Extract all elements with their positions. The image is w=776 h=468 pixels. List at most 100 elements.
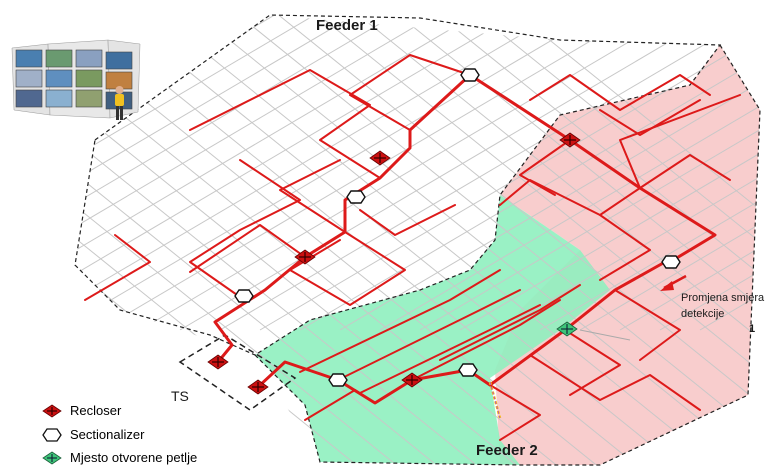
sectionalizer-icon	[328, 373, 348, 387]
grid-line	[299, 15, 760, 331]
ts-substation-boundary	[178, 334, 297, 411]
feeder-2-branch-a	[299, 269, 501, 373]
feeder-1-branch-i	[529, 74, 711, 111]
grid-line	[75, 15, 341, 331]
grid-line	[75, 15, 621, 331]
grid-line	[419, 15, 760, 331]
grid-line	[75, 15, 541, 331]
grid-line	[75, 15, 381, 331]
recloser-icon	[559, 132, 581, 148]
grid-line	[75, 15, 401, 465]
feeder-2-branch-b	[337, 289, 521, 381]
recloser-icon	[294, 249, 316, 265]
grid-line	[139, 15, 701, 331]
feeder-1-branch-c	[279, 159, 346, 233]
grid-line	[299, 15, 760, 465]
grid-line	[139, 15, 721, 465]
legend-item-sectionalizer: Sectionalizer	[42, 427, 144, 442]
feeder-2-boundary	[254, 44, 761, 466]
monitor-screen	[15, 69, 43, 88]
feeder-1-branch-o	[599, 214, 651, 281]
legend-label-open-loop: Mjesto otvorene petlje	[70, 450, 198, 465]
monitor-screen	[75, 49, 103, 68]
recloser-icon	[247, 379, 269, 395]
detection-direction-arrow	[660, 274, 687, 291]
ts-label: TS	[171, 388, 189, 404]
feeder-1-branch-j	[519, 139, 571, 196]
grid-line	[259, 15, 760, 465]
grid-line	[75, 15, 421, 331]
feeder-1-branch-l	[639, 154, 731, 189]
sectionalizer-icon	[234, 289, 254, 303]
sectionalizers	[234, 68, 681, 387]
recloser-icon	[42, 404, 62, 417]
grid-line	[619, 15, 760, 331]
detection-leader-line	[579, 329, 631, 341]
feeder-2-branch-d	[411, 299, 561, 381]
grid-line	[75, 15, 441, 465]
open-loop-point-icon	[42, 451, 62, 464]
feeder-1-branch-g	[289, 231, 406, 306]
marker-1-label: 1	[749, 323, 756, 335]
sectionalizer-icon	[460, 68, 480, 82]
feeder-1-branch-k	[599, 99, 701, 136]
grid-line	[539, 15, 760, 331]
grid-line	[219, 15, 760, 331]
feeder-2-branch-j	[489, 384, 541, 441]
feeder-1-branch-d	[189, 69, 381, 179]
feeder-2-branch-h	[529, 354, 701, 411]
reclosers	[207, 132, 581, 395]
monitor-screen	[15, 89, 43, 108]
grid-line	[75, 15, 481, 465]
feeder-1-boundary	[74, 14, 722, 356]
grid-line	[219, 15, 760, 465]
monitor-screen	[15, 49, 43, 68]
feeder-2-branch-e	[439, 284, 581, 361]
grid-line	[379, 15, 760, 331]
grid-line	[179, 15, 741, 331]
grid-line	[579, 15, 760, 331]
feeder-2-branch-f	[304, 389, 376, 421]
sectionalizer-icon	[661, 255, 681, 269]
grid-line	[499, 15, 760, 331]
grid-line	[75, 15, 461, 331]
grid-line	[339, 15, 760, 465]
monitor-screen	[45, 89, 73, 108]
grid-line	[179, 15, 760, 465]
open-loop-point-icon	[556, 321, 578, 337]
legend-label-recloser: Recloser	[70, 403, 122, 418]
feeder-1-branch-f	[84, 234, 151, 301]
grid-line	[75, 15, 581, 331]
recloser-icon	[207, 354, 229, 370]
grid-line	[75, 15, 521, 465]
grid-line	[499, 15, 760, 465]
feeder-1-branch-e	[349, 54, 471, 131]
detection-note-line1: Promjena smjera	[681, 292, 765, 304]
feeder-1-branch-m	[499, 179, 641, 216]
legend-item-recloser: Recloser	[42, 403, 121, 418]
open-loop-points	[556, 321, 578, 337]
legend-item-open-loop: Mjesto otvorene petlje	[42, 450, 197, 465]
grid-line	[459, 15, 760, 465]
feeder-2-trunk	[256, 260, 667, 405]
feeder-2-branch-g	[564, 329, 621, 396]
control-room-monitor-wall-icon	[11, 39, 141, 120]
monitor-screen	[75, 89, 103, 108]
detection-note-line2: detekcije	[681, 308, 725, 320]
sectionalizer-icon	[42, 427, 62, 442]
grid-line	[339, 15, 760, 331]
feeder-1-label: Feeder 1	[316, 17, 378, 34]
monitor-screen	[75, 69, 103, 88]
feeder-2-branch-c	[359, 304, 541, 394]
grid-line	[459, 15, 760, 331]
grid-line	[419, 15, 760, 465]
recloser-icon	[401, 372, 423, 388]
feeder-2-branch-i	[614, 289, 681, 361]
sectionalizer-icon	[346, 190, 366, 204]
grid-line	[75, 15, 501, 331]
feeder-1-branch-h	[359, 204, 456, 236]
monitor-screen	[45, 49, 73, 68]
sectionalizer-icon	[458, 363, 478, 377]
recloser-icon	[369, 150, 391, 166]
